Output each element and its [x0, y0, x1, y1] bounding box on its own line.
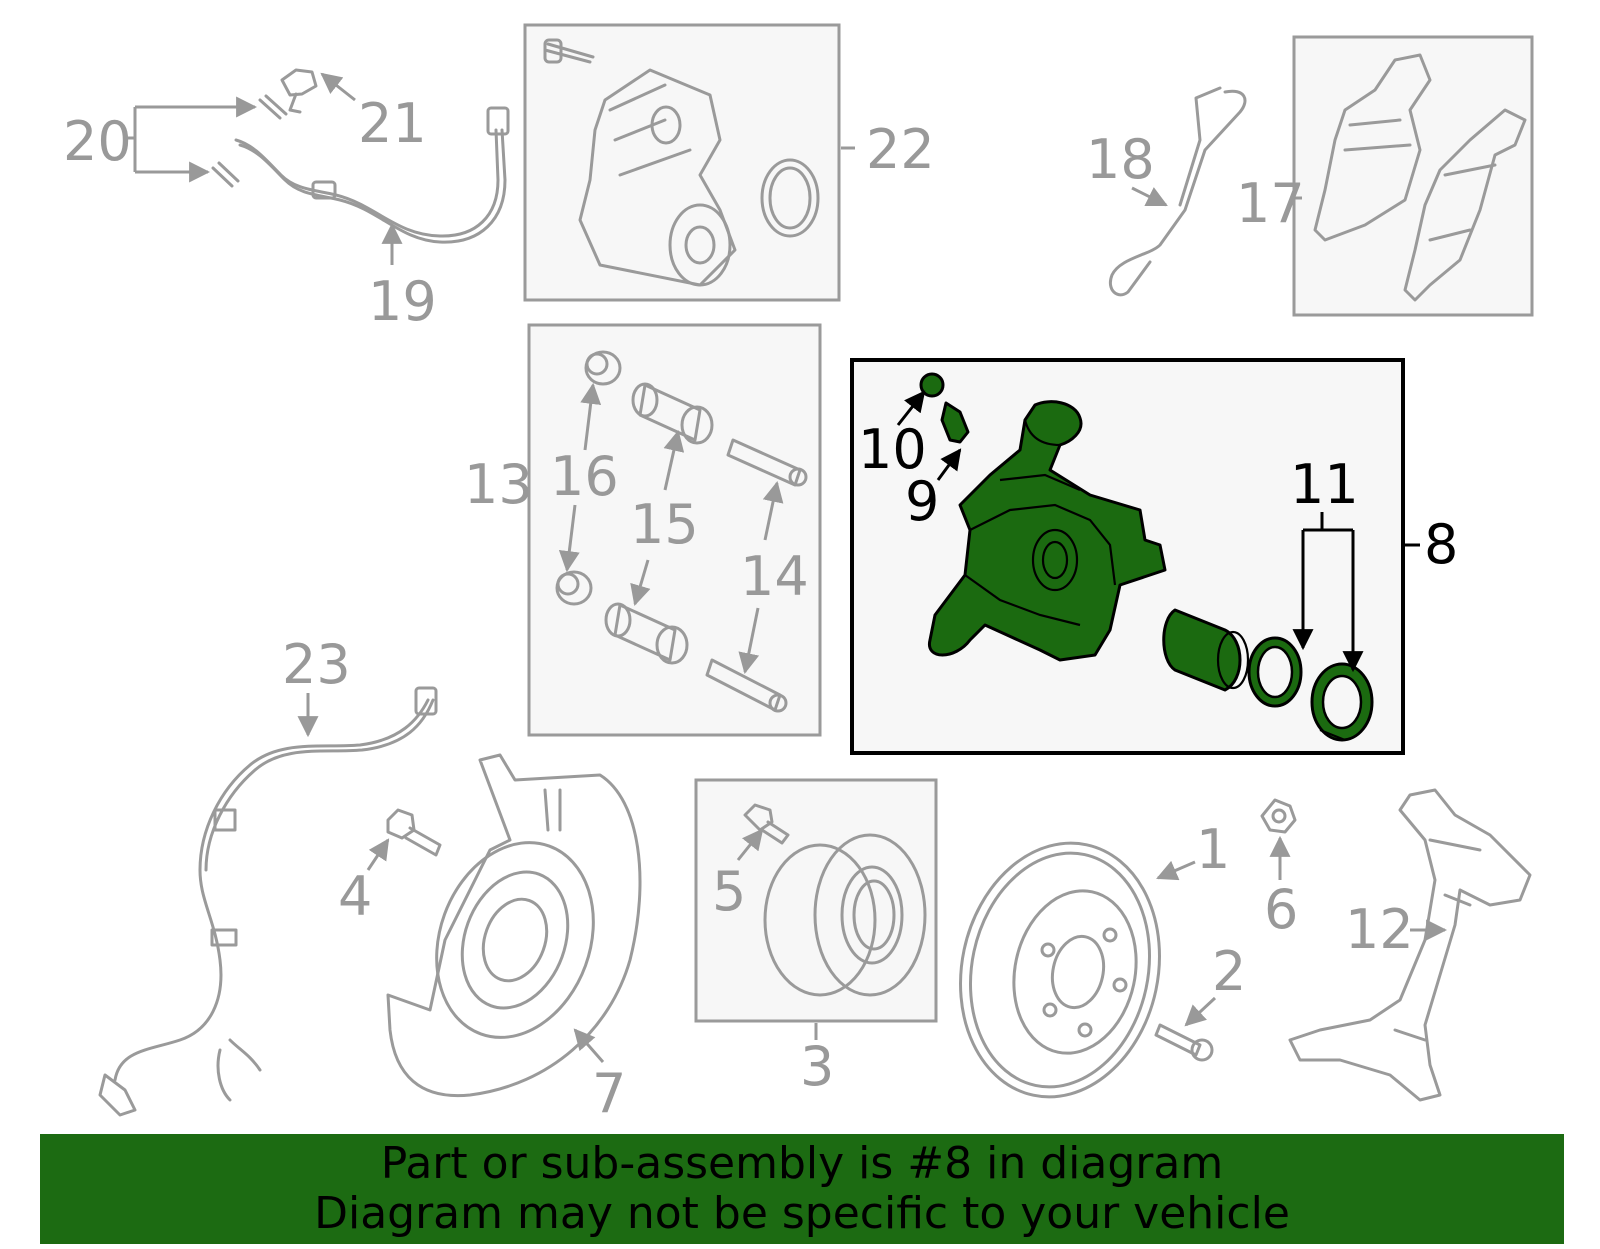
- leader-16b: [558, 504, 580, 573]
- callout-16: 16: [550, 445, 619, 508]
- leader-2: [1184, 996, 1217, 1027]
- callout-21: 21: [358, 92, 427, 155]
- box-22: [523, 23, 841, 302]
- guide-pin-kit-part: [555, 350, 808, 713]
- screw-part: [1154, 1023, 1214, 1062]
- leader-10: [896, 390, 926, 426]
- nut-part: [1260, 798, 1297, 834]
- callout-13: 13: [464, 453, 533, 516]
- callout-4: 4: [338, 865, 372, 928]
- box-13: [527, 323, 822, 737]
- callout-14: 14: [740, 545, 809, 608]
- callout-9: 9: [905, 470, 939, 533]
- caliper-assembly-part: [919, 372, 1374, 742]
- callout-1: 1: [1196, 818, 1230, 881]
- callout-20: 20: [63, 110, 132, 173]
- callout-2: 2: [1212, 940, 1246, 1003]
- leader-21: [320, 72, 356, 102]
- leader-16a: [580, 382, 602, 451]
- callout-18: 18: [1086, 128, 1155, 191]
- actuator-motor-part: [543, 38, 820, 287]
- callout-11: 11: [1290, 453, 1359, 516]
- leader-11: [1303, 512, 1353, 532]
- leader-18: [1131, 186, 1168, 207]
- callout-10: 10: [858, 418, 927, 481]
- disclaimer-banner: Part or sub-assembly is #8 in diagram Di…: [40, 1134, 1564, 1244]
- leader-14a: [762, 480, 784, 541]
- callout-22: 22: [866, 118, 935, 181]
- callout-7: 7: [592, 1062, 626, 1125]
- brake-hose-part: [211, 68, 510, 244]
- leader-9: [936, 448, 962, 481]
- callout-3: 3: [800, 1035, 834, 1098]
- callout-19: 19: [368, 270, 437, 333]
- leader-15a: [663, 429, 685, 491]
- leader-15b: [630, 559, 651, 607]
- leader-14b: [738, 607, 760, 675]
- dust-shield-part: [386, 753, 642, 1098]
- brake-pads-part: [1313, 53, 1527, 302]
- leader-1: [1156, 860, 1196, 881]
- callout-15: 15: [630, 493, 699, 556]
- bolt-4-part: [386, 808, 442, 857]
- callout-12: 12: [1345, 898, 1414, 961]
- caliper-bracket-part: [1288, 788, 1532, 1102]
- leader-4: [366, 838, 390, 871]
- callout-8: 8: [1424, 513, 1458, 576]
- callout-5: 5: [712, 860, 746, 923]
- banner-line-2: Diagram may not be specific to your vehi…: [314, 1188, 1290, 1239]
- hub-assembly-part: [743, 803, 927, 997]
- banner-line-1: Part or sub-assembly is #8 in diagram: [380, 1138, 1224, 1189]
- leader-5: [736, 828, 764, 861]
- callout-6: 6: [1264, 878, 1298, 941]
- wear-sensor-part: [1109, 86, 1247, 297]
- brake-rotor-part: [959, 841, 1161, 1099]
- leader-7: [573, 1028, 605, 1063]
- callout-23: 23: [282, 633, 351, 696]
- abs-sensor-part: [98, 686, 438, 1117]
- callout-17: 17: [1236, 172, 1305, 235]
